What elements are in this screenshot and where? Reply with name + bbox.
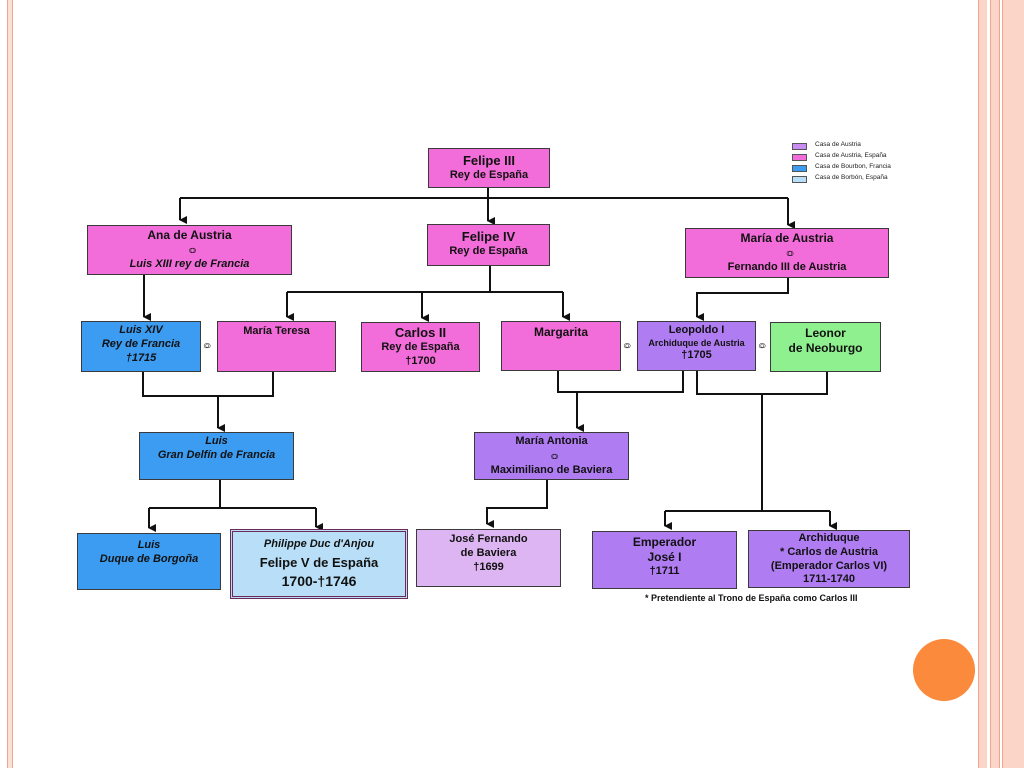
legend-swatch xyxy=(792,165,807,172)
person-name: Luis XIV xyxy=(119,324,163,336)
person-title: Felipe V de España xyxy=(259,554,379,570)
marriage-rings-icon: ○○ xyxy=(188,243,196,257)
person-title: Rey de España xyxy=(449,245,528,258)
person-rank: Archiduque xyxy=(798,532,860,544)
person-name: José Fernando xyxy=(449,533,528,545)
person-name: Carlos II xyxy=(394,325,447,340)
person-carlos-ii: Carlos II Rey de España †1700 xyxy=(361,322,480,372)
person-margarita: Margarita xyxy=(501,321,621,371)
slide-left-border xyxy=(7,0,13,768)
person-rank: Emperador xyxy=(632,535,697,549)
person-name: Philippe Duc d'Anjou xyxy=(263,538,375,550)
person-name: Ana de Austria xyxy=(147,228,232,242)
person-name: María de Austria xyxy=(740,231,834,245)
person-jose-fernando: José Fernando de Baviera †1699 xyxy=(416,529,561,587)
person-title: Rey de España xyxy=(381,341,460,354)
border-stripe xyxy=(990,0,1000,768)
marriage-rings-icon: ○○ xyxy=(550,448,558,463)
spouse-name: Maximiliano de Baviera xyxy=(490,463,613,476)
person-death: †1699 xyxy=(473,560,504,573)
person-name: José I xyxy=(647,550,682,564)
spouse-name: Luis XIII rey de Francia xyxy=(129,258,250,270)
person-title: Gran Delfín de Francia xyxy=(157,448,276,461)
person-name: Felipe III xyxy=(462,153,515,168)
person-leonor: Leonor de Neoburgo xyxy=(770,322,881,372)
person-luis-gran-delfin: Luis Gran Delfín de Francia xyxy=(139,432,294,480)
marriage-rings-icon: ○○ xyxy=(785,246,794,260)
person-jose-i: Emperador José I †1711 xyxy=(592,531,737,589)
person-felipe-v: Philippe Duc d'Anjou Felipe V de España … xyxy=(230,529,408,599)
person-death: †1700 xyxy=(405,355,436,367)
person-title: Archiduque de Austria xyxy=(648,337,745,348)
spouse-name: Fernando III de Austria xyxy=(727,261,847,273)
person-title: (Emperador Carlos VI) xyxy=(770,559,888,572)
person-name: Margarita xyxy=(533,325,589,339)
legend-swatch xyxy=(792,143,807,150)
border-stripe xyxy=(1002,0,1024,768)
person-title: Rey de Francia xyxy=(101,337,181,350)
footnote: * Pretendiente al Trono de España como C… xyxy=(645,593,858,603)
person-name: Luis xyxy=(205,435,228,447)
person-maria-de-austria: María de Austria ○○ Fernando III de Aust… xyxy=(685,228,889,278)
person-dates: 1700-†1746 xyxy=(281,573,357,589)
person-name: María Teresa xyxy=(243,325,310,337)
person-title: Rey de España xyxy=(449,169,529,182)
person-death: †1715 xyxy=(125,351,157,364)
person-name: Leonor xyxy=(805,326,846,340)
person-leopoldo-i: Leopoldo I Archiduque de Austria †1705 xyxy=(637,321,756,371)
marriage-rings-icon: ○○ xyxy=(623,340,632,352)
legend-label: Casa de Bourbon, Francia xyxy=(815,163,891,170)
person-luis-duque-de-borgona: Luis Duque de Borgoña xyxy=(77,533,221,590)
decorative-circle xyxy=(913,639,975,701)
person-maria-antonia: María Antonia ○○ Maximiliano de Baviera xyxy=(474,432,629,480)
legend-label: Casa de Austria, España xyxy=(815,152,887,159)
person-death: †1705 xyxy=(681,349,712,361)
person-ana-de-austria: Ana de Austria ○○ Luis XIII rey de Franc… xyxy=(87,225,292,275)
person-carlos-de-austria: Archiduque * Carlos de Austria (Emperado… xyxy=(748,530,910,588)
legend-label: Casa de Austria xyxy=(815,141,861,148)
border-stripe xyxy=(978,0,987,768)
legend-swatch xyxy=(792,154,807,161)
marriage-rings-icon: ○○ xyxy=(758,340,767,352)
person-name: Felipe IV xyxy=(461,229,516,244)
marriage-rings-icon: ○○ xyxy=(203,340,212,352)
legend-swatch xyxy=(792,176,807,183)
person-maria-teresa: María Teresa xyxy=(217,321,336,372)
person-house: de Neoburgo xyxy=(788,341,863,355)
person-luis-xiv: Luis XIV Rey de Francia †1715 xyxy=(81,321,201,372)
person-death: †1711 xyxy=(649,565,680,577)
person-name: Luis xyxy=(137,539,161,551)
person-house: de Baviera xyxy=(460,546,517,559)
slide-right-border xyxy=(978,0,1024,768)
person-title: Duque de Borgoña xyxy=(99,552,199,565)
person-felipe-iii: Felipe III Rey de España xyxy=(428,148,550,188)
legend-label: Casa de Borbón, España xyxy=(815,174,888,181)
person-name: Leopoldo I xyxy=(668,324,725,336)
person-felipe-iv: Felipe IV Rey de España xyxy=(427,224,550,266)
person-name: * Carlos de Austria xyxy=(779,545,878,558)
person-name: María Antonia xyxy=(515,435,588,447)
person-dates: 1711-1740 xyxy=(803,573,855,586)
